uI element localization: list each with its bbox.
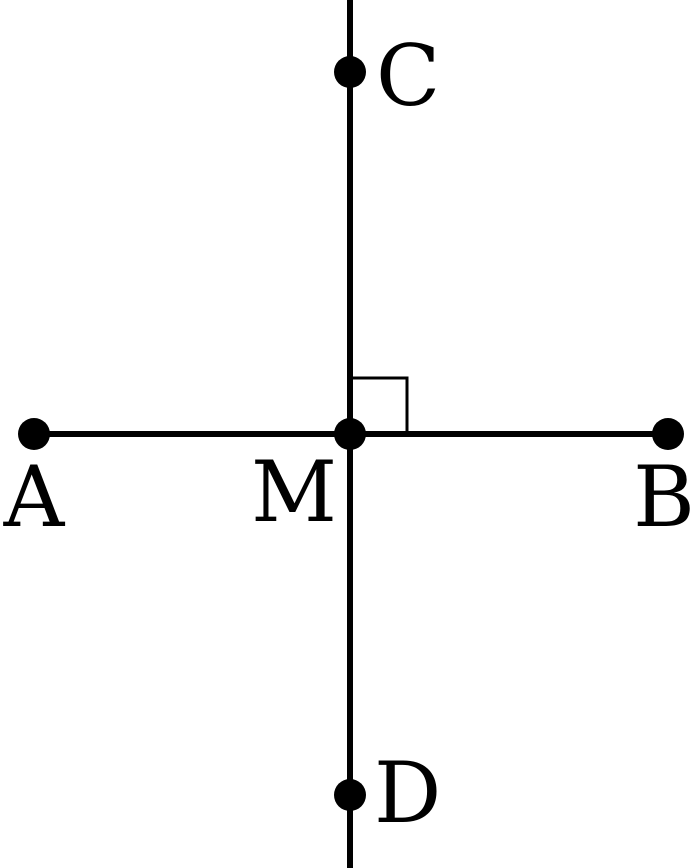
label-d: D (374, 744, 441, 842)
point-c (334, 56, 366, 88)
label-m: M (251, 443, 337, 541)
point-d (334, 779, 366, 811)
label-a: A (3, 448, 66, 546)
label-b: B (633, 448, 695, 546)
point-b (652, 418, 684, 450)
label-c: C (376, 27, 440, 125)
point-m (334, 418, 366, 450)
right-angle-marker (350, 376, 409, 434)
point-a (18, 418, 50, 450)
